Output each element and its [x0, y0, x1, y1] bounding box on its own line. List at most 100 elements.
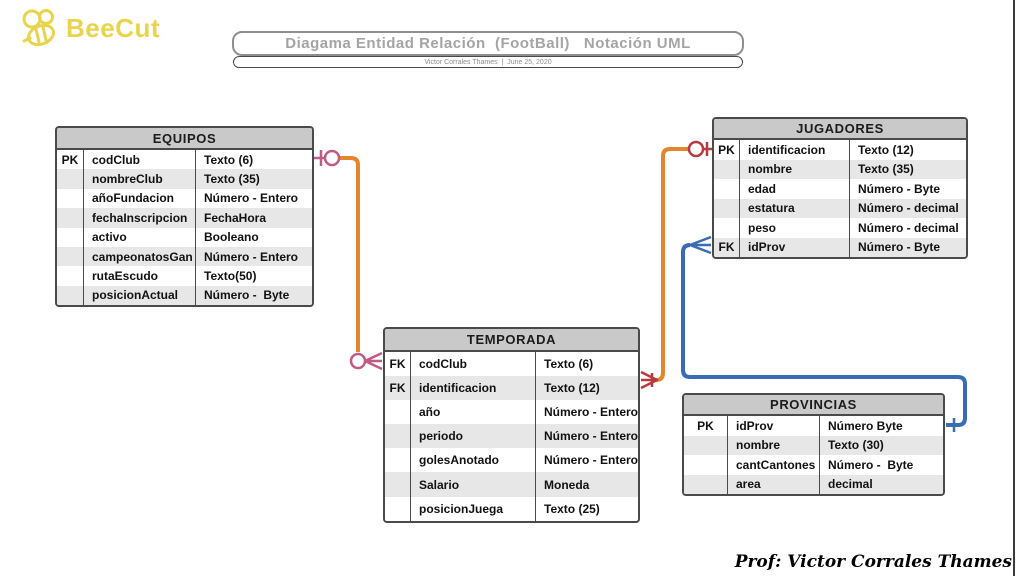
cell-name: codClub: [410, 352, 535, 377]
relation-jugadores-temporada-line[interactable]: [655, 147, 688, 382]
cell-key: [57, 247, 83, 266]
cell-type: Número Byte: [819, 416, 943, 436]
cell-name: area: [727, 474, 819, 494]
table-title-equipos: EQUIPOS: [57, 128, 312, 150]
cell-name: idProv: [739, 237, 849, 257]
cell-type: Texto (6): [535, 352, 638, 377]
cell-name: rutaEscudo: [83, 266, 195, 286]
cell-key: [57, 189, 83, 208]
diagram-title: Diagama Entidad Relación (FootBall) Nota…: [285, 35, 691, 52]
cell-key: [57, 266, 83, 285]
cell-type: Número - decimal: [849, 218, 966, 238]
cell-key: [714, 179, 739, 199]
cell-name: edad: [739, 179, 849, 199]
cell-name: nombreClub: [83, 169, 195, 189]
cell-name: Salario: [410, 472, 535, 497]
cell-name: año: [410, 400, 535, 425]
cell-name: nombre: [739, 159, 849, 179]
cell-key: FK: [389, 381, 406, 396]
cell-key: [57, 228, 83, 247]
cell-key: [684, 475, 727, 495]
cell-key: [57, 169, 83, 188]
beecut-logo-text: BeeCut: [66, 12, 161, 43]
cell-name: campeonatosGan: [83, 246, 195, 267]
diagram-subtitle-banner: Victor Corrales Thames | June 25, 2020: [233, 56, 743, 68]
zero-circle-jugadores: [687, 140, 705, 158]
crow-foot-temporada-left: [363, 351, 383, 371]
cell-name: periodo: [410, 424, 535, 449]
cell-key: [57, 286, 83, 305]
cell-type: Número - Byte: [195, 285, 312, 306]
cell-type: Texto (35): [195, 169, 312, 189]
table-title-temporada: TEMPORADA: [385, 329, 638, 352]
cell-key: FK: [389, 357, 406, 372]
zero-circle-equipos: [323, 149, 341, 167]
cell-type: Texto (25): [535, 496, 638, 521]
cell-name: idProv: [727, 416, 819, 436]
cell-type: Número - Byte: [849, 237, 966, 257]
cell-key: PK: [61, 152, 79, 167]
diagram-subtitle: Victor Corrales Thames | June 25, 2020: [424, 58, 552, 66]
cell-key: [684, 436, 727, 456]
cell-type: Número - Entero: [195, 188, 312, 209]
cell-type: Texto (30): [819, 435, 943, 455]
cell-type: Moneda: [535, 472, 638, 497]
cell-name: fechaInscripcion: [83, 208, 195, 228]
cell-name: golesAnotado: [410, 448, 535, 473]
cell-key: [714, 160, 739, 180]
diagram-title-banner: Diagama Entidad Relación (FootBall) Nota…: [232, 31, 744, 56]
cell-type: FechaHora: [195, 208, 312, 228]
cell-name: cantCantones: [727, 455, 819, 475]
cell-name: estatura: [739, 198, 849, 218]
cell-key: [385, 472, 410, 496]
professor-credit: Prof: Victor Corrales Thames: [734, 552, 1012, 572]
cell-type: Número - Entero: [535, 400, 638, 425]
frame-edge-line: [1013, 0, 1015, 576]
cell-name: posicionActual: [83, 285, 195, 306]
cell-type: Texto(50): [195, 266, 312, 286]
cell-name: identificacion: [739, 140, 849, 160]
cell-key: FK: [718, 240, 735, 255]
crow-foot-jugadores-fk: [688, 235, 712, 255]
table-title-jugadores: JUGADORES: [714, 119, 966, 140]
cell-type: Número - Byte: [819, 455, 943, 475]
cell-type: Texto (6): [195, 150, 312, 170]
cell-name: peso: [739, 218, 849, 238]
cell-key: [385, 497, 410, 521]
cell-type: Número - Byte: [849, 179, 966, 199]
cell-type: Texto (12): [849, 140, 966, 160]
cell-name: posicionJuega: [410, 496, 535, 521]
cell-key: [385, 424, 410, 448]
relation-equipos-temporada-line[interactable]: [339, 156, 360, 352]
cell-name: añoFundacion: [83, 188, 195, 209]
cell-key: PK: [718, 142, 735, 157]
cell-key: [714, 218, 739, 238]
cell-key: [385, 400, 410, 424]
cell-type: Número - Entero: [195, 246, 312, 267]
cell-type: Booleano: [195, 227, 312, 247]
cell-key: [684, 455, 727, 475]
